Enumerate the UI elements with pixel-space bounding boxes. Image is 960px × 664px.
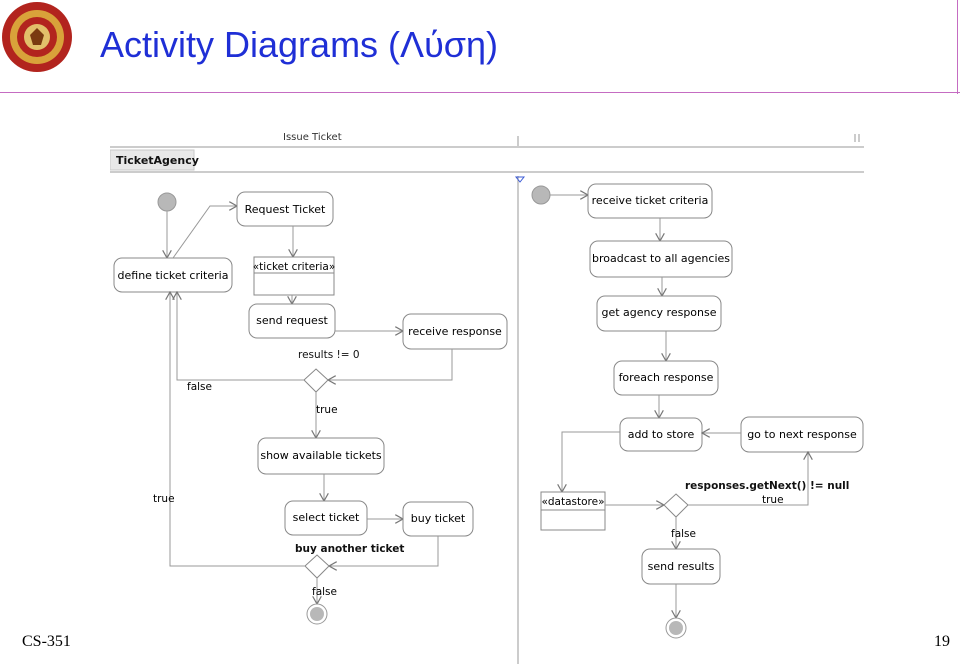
guard-false-1: false bbox=[187, 381, 212, 393]
svg-text:show available tickets: show available tickets bbox=[260, 449, 382, 462]
course-label: CS-351 bbox=[22, 633, 71, 650]
initial-node bbox=[157, 192, 177, 212]
flow-edge bbox=[177, 292, 304, 381]
action-get-agency-response: get agency response bbox=[596, 295, 722, 332]
title-divider-vertical bbox=[957, 0, 958, 94]
svg-text:receive ticket criteria: receive ticket criteria bbox=[592, 194, 709, 207]
svg-text:select ticket: select ticket bbox=[293, 511, 360, 524]
top-label: Issue Ticket bbox=[283, 132, 342, 143]
guard-true-2: true bbox=[153, 493, 175, 505]
swimlane-tab bbox=[110, 149, 195, 171]
action-foreach-response: foreach response bbox=[613, 360, 719, 396]
final-node-left bbox=[306, 603, 328, 625]
flow-edge bbox=[329, 536, 439, 566]
action-receive-response: receive response bbox=[402, 313, 508, 350]
svg-text:Request Ticket: Request Ticket bbox=[245, 203, 326, 216]
action-request-ticket: Request Ticket bbox=[236, 191, 334, 227]
guard-results: results != 0 bbox=[298, 349, 360, 361]
diagram-frame bbox=[110, 134, 864, 664]
activity-diagram: Issue Ticket TicketAgency define ticket … bbox=[110, 132, 864, 664]
action-send-results: send results bbox=[641, 548, 721, 585]
object-ticket-criteria: «ticket criteria» bbox=[253, 256, 336, 296]
guard-true-right: true bbox=[762, 494, 784, 506]
flow-edge bbox=[172, 206, 237, 259]
decision-node-results bbox=[303, 368, 329, 393]
svg-text:get agency response: get agency response bbox=[601, 306, 716, 319]
decision-node-buy-another bbox=[304, 554, 330, 579]
action-buy-ticket: buy ticket bbox=[402, 501, 474, 537]
swimlane-label: TicketAgency bbox=[116, 154, 199, 167]
action-go-to-next-response: go to next response bbox=[740, 416, 864, 453]
svg-text:go to next response: go to next response bbox=[747, 428, 857, 441]
svg-text:«ticket criteria»: «ticket criteria» bbox=[253, 261, 336, 273]
university-of-crete-logo bbox=[2, 2, 72, 72]
action-select-ticket: select ticket bbox=[284, 500, 368, 536]
title-divider bbox=[0, 92, 960, 93]
object-datastore: «datastore» bbox=[540, 491, 606, 531]
guard-false-right: false bbox=[671, 528, 696, 540]
final-node-right bbox=[665, 617, 687, 639]
swimlane-marker-icon bbox=[514, 176, 526, 183]
guard-true-1: true bbox=[316, 404, 338, 416]
flow-edge bbox=[328, 349, 453, 380]
svg-text:broadcast to all agencies: broadcast to all agencies bbox=[592, 252, 730, 265]
page-number: 19 bbox=[934, 633, 950, 650]
action-define-ticket-criteria: define ticket criteria bbox=[113, 257, 233, 293]
svg-text:foreach response: foreach response bbox=[619, 371, 714, 384]
svg-text:buy ticket: buy ticket bbox=[411, 512, 466, 525]
flow-edge bbox=[170, 292, 305, 567]
flow-edge bbox=[562, 431, 620, 492]
guard-false-2: false bbox=[312, 586, 337, 598]
svg-text:send request: send request bbox=[256, 314, 328, 327]
action-broadcast-to-all-agencies: broadcast to all agencies bbox=[589, 240, 733, 278]
guard-next-response: responses.getNext() != null bbox=[685, 480, 849, 492]
svg-text:receive response: receive response bbox=[408, 325, 502, 338]
guard-buy-another-ticket: buy another ticket bbox=[295, 543, 404, 555]
flow-edge bbox=[688, 452, 808, 506]
svg-text:«datastore»: «datastore» bbox=[541, 496, 604, 508]
action-show-available-tickets: show available tickets bbox=[257, 437, 385, 475]
svg-text:add to store: add to store bbox=[628, 428, 695, 441]
decision-node-next bbox=[663, 493, 689, 518]
svg-text:send results: send results bbox=[648, 560, 715, 573]
svg-text:define ticket criteria: define ticket criteria bbox=[118, 269, 229, 282]
initial-node-right bbox=[531, 185, 551, 205]
action-send-request: send request bbox=[248, 303, 336, 339]
action-receive-ticket-criteria: receive ticket criteria bbox=[587, 183, 713, 219]
slide-title: Activity Diagrams (Λύση) bbox=[100, 24, 499, 65]
action-add-to-store: add to store bbox=[619, 417, 703, 452]
